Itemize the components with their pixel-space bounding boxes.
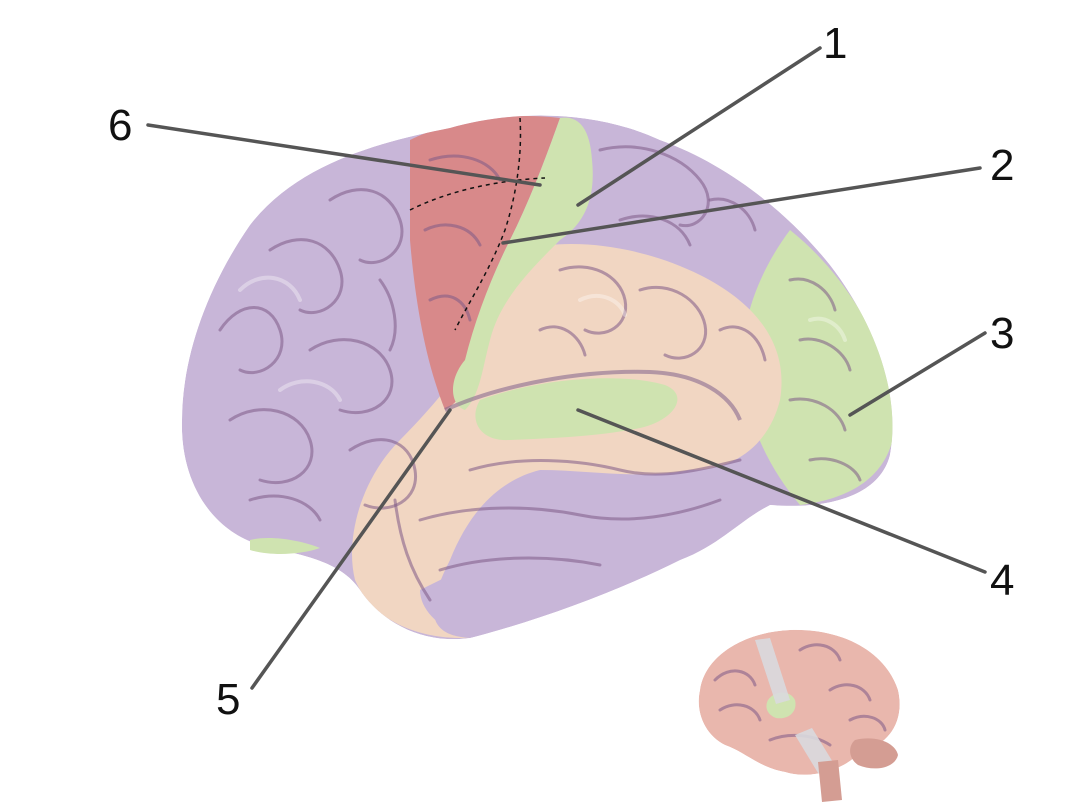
label-1: 1 — [823, 19, 847, 68]
inset-cerebellum — [850, 738, 898, 769]
leader-lines — [146, 46, 987, 690]
region-occipital-green — [741, 230, 893, 505]
leader-line-3 — [848, 331, 987, 417]
leader-line-2 — [501, 166, 982, 245]
gyri-texture — [218, 145, 862, 602]
label-3: 3 — [990, 309, 1014, 358]
inset-brainstem — [818, 760, 842, 802]
brain-hemisphere — [181, 115, 893, 640]
lateral-sulcus — [444, 369, 742, 421]
labels: 1 2 3 4 5 6 — [108, 19, 1014, 724]
inset-band-upper — [755, 638, 790, 704]
label-6: 6 — [108, 101, 132, 150]
label-2: 2 — [990, 141, 1014, 190]
leader-line-5 — [250, 408, 452, 690]
motor-dashed-line-1 — [454, 117, 522, 331]
region-wernicke-peach — [352, 244, 782, 639]
region-auditory-green — [475, 378, 678, 441]
label-4: 4 — [990, 556, 1014, 605]
inset-brain — [698, 629, 900, 802]
leader-line-4 — [576, 408, 987, 574]
region-sensory-green — [452, 117, 593, 411]
leader-line-6 — [146, 123, 542, 187]
region-motor-red — [410, 116, 560, 411]
cerebellum-hint-green — [250, 537, 320, 554]
label-5: 5 — [216, 675, 240, 724]
leader-line-1 — [576, 46, 822, 207]
